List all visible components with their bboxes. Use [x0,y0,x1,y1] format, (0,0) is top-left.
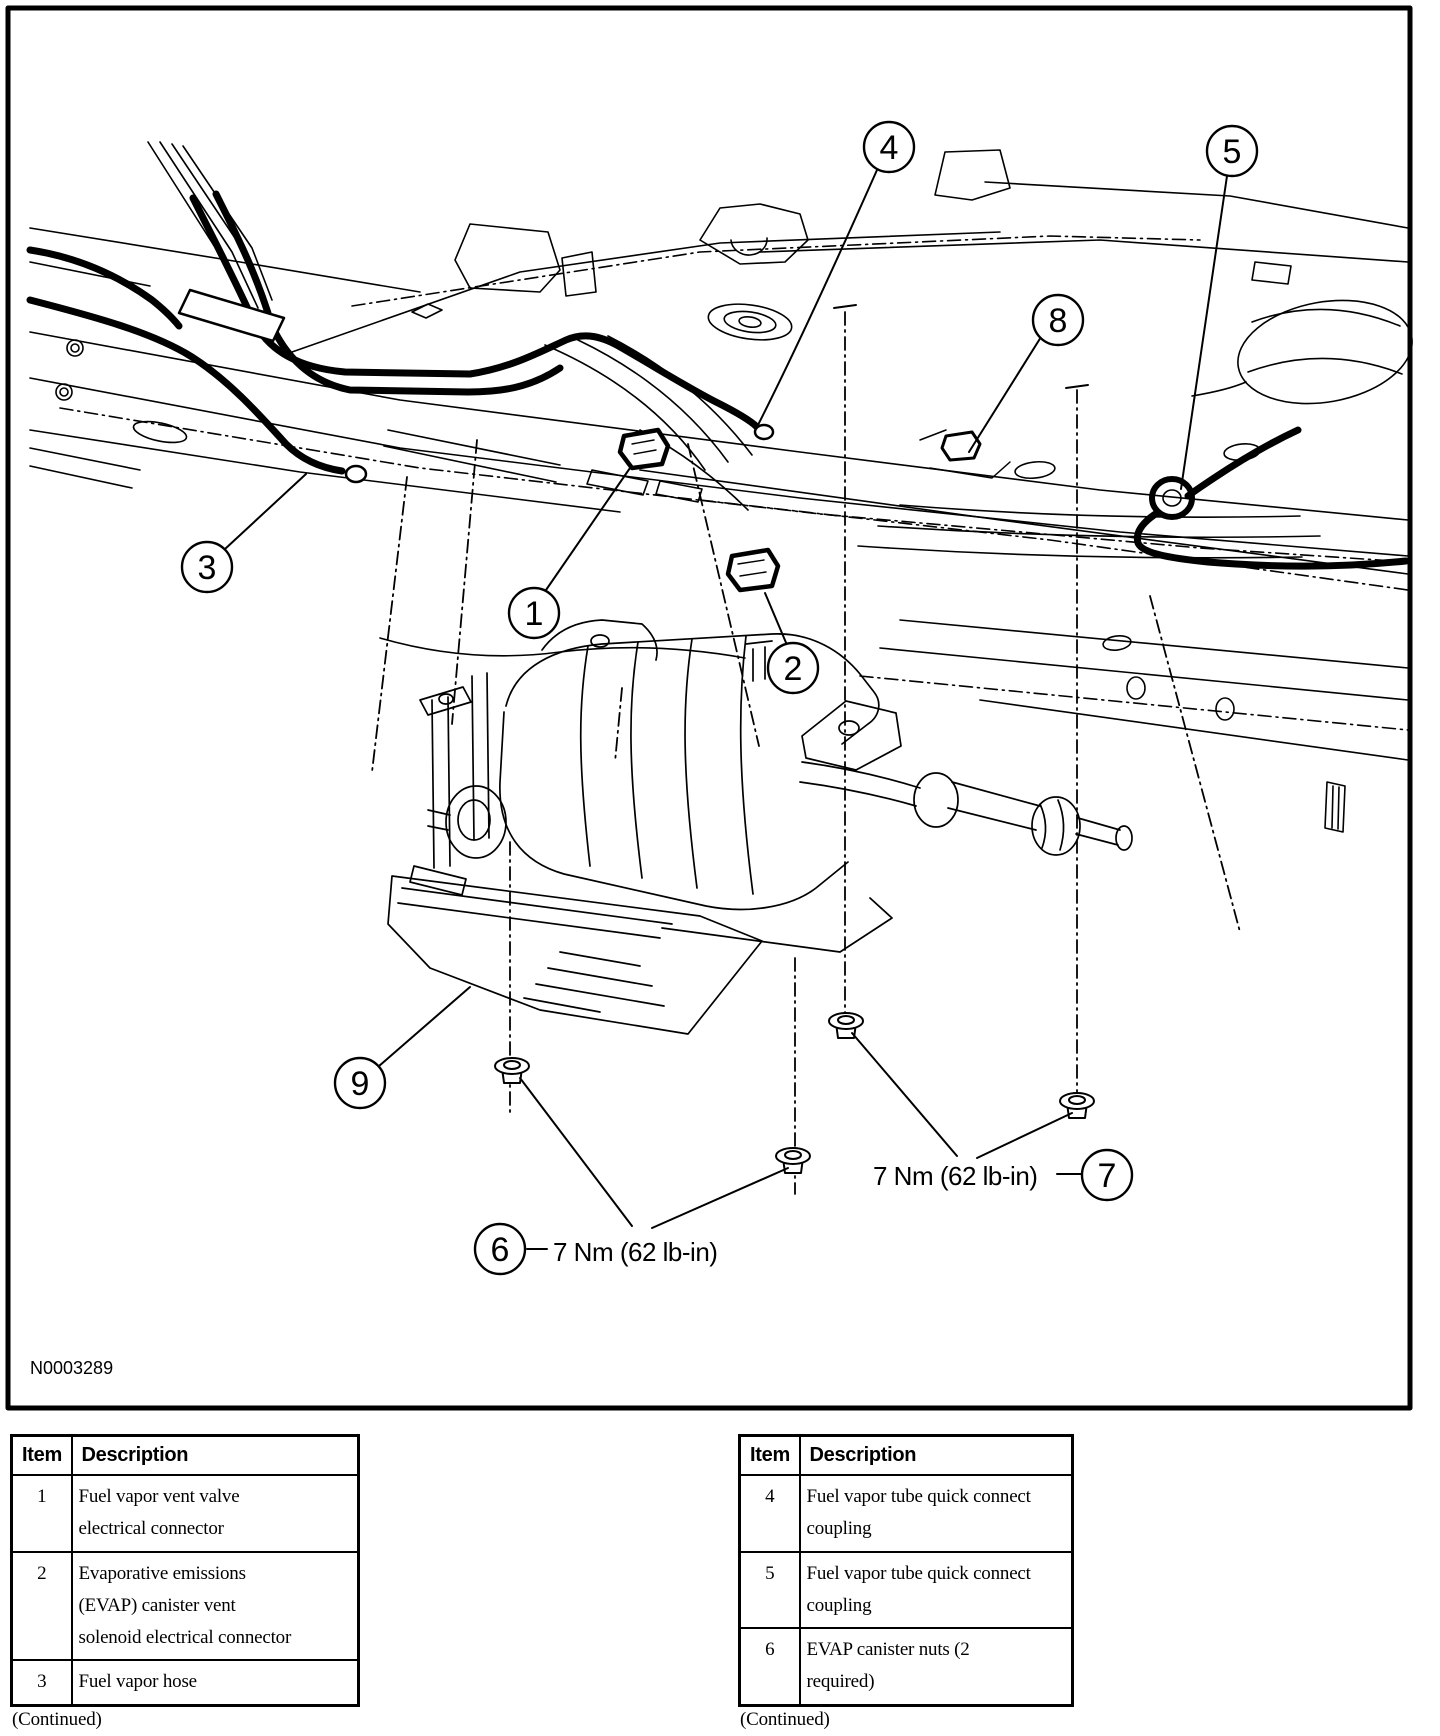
item-cell: 5 [738,1550,801,1630]
item-cell: 1 [10,1474,73,1553]
svg-text:2: 2 [784,650,803,688]
table-row: 6 EVAP canister nuts (2 required) [738,1627,1074,1707]
continued-note: (Continued) [740,1708,830,1730]
parts-table-right: Item Description 4 Fuel vapor tube quick… [738,1434,1074,1731]
callout-6: 6 [473,1222,527,1276]
underbody-structure [29,141,1413,833]
fuel-vapor-hoses [26,190,1410,570]
item-header: Item [10,1434,73,1476]
quick-connect-coupling-5 [1149,476,1195,520]
table-row: 2 Evaporative emissions (EVAP) canister … [10,1550,360,1662]
hose-strap [177,288,286,343]
callout-balloons: 1 2 3 4 5 6 7 8 9 [180,120,1259,1276]
description-cell: Fuel vapor hose [70,1659,360,1707]
svg-text:5: 5 [1223,133,1242,171]
svg-text:3: 3 [198,549,217,587]
item-cell: 3 [10,1659,73,1707]
callout-7: 7 [1080,1148,1134,1202]
electrical-connectors [617,427,1011,593]
technical-illustration: 1 2 3 4 5 6 7 8 9 7 Nm (62 lb-in) 7 Nm (… [5,5,1413,1411]
figure-id: N0003289 [30,1358,113,1378]
svg-text:9: 9 [351,1065,370,1103]
diagram-labels: 7 Nm (62 lb-in) 7 Nm (62 lb-in) N0003289 [30,1161,1038,1378]
table-row: 1 Fuel vapor vent valve electrical conne… [10,1474,360,1553]
evap-canister-nut [494,1057,530,1084]
description-header: Description [798,1434,1074,1476]
evap-canister-assembly [387,619,1133,1035]
table-row: 5 Fuel vapor tube quick connect coupling [738,1550,1074,1630]
harness-connector-8 [940,430,982,462]
callout-8: 8 [1031,293,1085,347]
item-cell: 2 [10,1550,73,1662]
quick-connect-coupling-4 [753,423,775,441]
continued-note: (Continued) [12,1708,102,1730]
item-header: Item [738,1434,801,1476]
mounting-nuts [494,1012,1095,1174]
projection-centerlines [371,311,1241,1195]
callout-4: 4 [862,120,916,174]
parts-table-left: Item Description 1 Fuel vapor vent valve… [10,1434,360,1731]
description-header: Description [70,1434,360,1476]
torque-label-6: 7 Nm (62 lb-in) [553,1237,717,1267]
svg-text:6: 6 [491,1231,510,1269]
description-cell: Fuel vapor tube quick connect coupling [798,1474,1074,1553]
callout-1: 1 [507,586,561,640]
svg-text:8: 8 [1049,302,1068,340]
torque-label-7: 7 Nm (62 lb-in) [873,1161,1037,1191]
vent-solenoid-connector-2 [725,547,781,593]
description-cell: Evaporative emissions (EVAP) canister ve… [70,1550,360,1662]
vent-valve-connector-1 [617,427,671,471]
fuel-vapor-hose-end-3 [344,464,368,484]
hose-end-fittings [177,288,775,484]
stud-ticks [833,304,1089,389]
svg-text:4: 4 [880,129,899,167]
callout-5: 5 [1205,124,1259,178]
table-header-row: Item Description [10,1434,360,1476]
description-cell: Fuel vapor vent valve electrical connect… [70,1474,360,1553]
item-cell: 4 [738,1474,801,1553]
evap-canister-nut [775,1147,811,1174]
retaining-nut [828,1012,864,1039]
item-cell: 6 [738,1627,801,1707]
figure-border [5,5,1413,1411]
table-row: 4 Fuel vapor tube quick connect coupling [738,1474,1074,1553]
table-row: 3 Fuel vapor hose [10,1659,360,1707]
table-header-row: Item Description [738,1434,1074,1476]
description-cell: EVAP canister nuts (2 required) [798,1627,1074,1707]
svg-text:7: 7 [1098,1157,1117,1195]
callout-2: 2 [766,641,820,695]
description-cell: Fuel vapor tube quick connect coupling [798,1550,1074,1630]
callout-9: 9 [333,1056,387,1110]
retaining-nut [1059,1092,1095,1119]
callout-3: 3 [180,540,234,594]
callout-leader-lines [224,169,1228,1250]
svg-text:1: 1 [525,595,544,633]
